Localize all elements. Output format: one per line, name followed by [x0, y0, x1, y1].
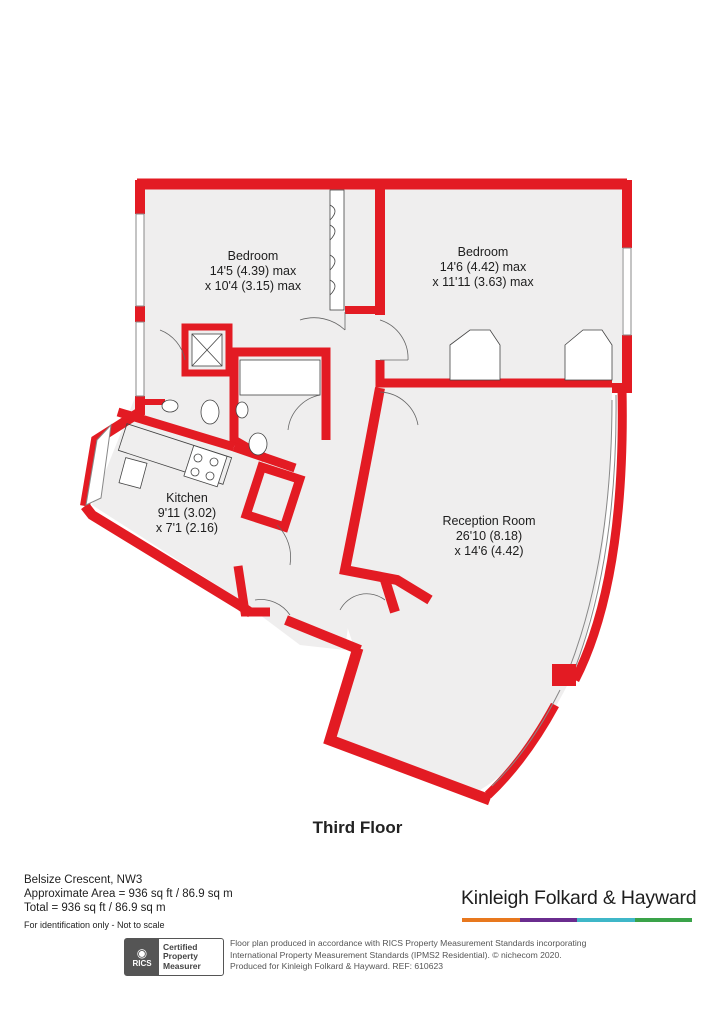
room-kitchen: Kitchen 9'11 (3.02) x 7'1 (2.16)	[156, 491, 218, 535]
wc-2	[248, 432, 268, 456]
property-info: Belsize Crescent, NW3 Approximate Area =…	[24, 873, 233, 932]
basin-2	[235, 401, 249, 419]
disclaimer-line-1: Floor plan produced in accordance with R…	[230, 938, 587, 948]
windows	[85, 213, 632, 506]
color-bar	[462, 918, 520, 922]
disclaimer-line-2: International Property Measurement Stand…	[230, 949, 562, 960]
room-size-1: 14'5 (4.39) max	[210, 264, 297, 278]
room-size-1: 14'6 (4.42) max	[440, 260, 527, 274]
room-size-2: x 7'1 (2.16)	[156, 521, 218, 535]
agent-logo: Kinleigh Folkard & Hayward	[461, 887, 697, 909]
kitchen-worktop	[117, 423, 233, 485]
rics-line-2: Property	[163, 951, 198, 962]
doors	[159, 312, 419, 616]
sink	[118, 457, 148, 489]
room-reception: Reception Room 26'10 (8.18) x 14'6 (4.42…	[442, 514, 535, 558]
basin-1	[161, 399, 179, 413]
floor-title: Third Floor	[312, 818, 403, 837]
pillar	[552, 664, 576, 686]
color-bar	[519, 918, 577, 922]
disclaimer: Floor plan produced in accordance with R…	[230, 938, 610, 973]
rics-line-1: Certified	[163, 941, 198, 952]
wardrobes	[329, 189, 613, 381]
scale-note: For identification only - Not to scale	[24, 920, 165, 930]
room-size-1: 26'10 (8.18)	[456, 529, 522, 543]
curved-window	[491, 394, 617, 787]
room-size-2: x 10'4 (3.15) max	[205, 279, 302, 293]
room-name: Reception Room	[442, 514, 535, 528]
room-size-2: x 11'11 (3.63) max	[432, 275, 534, 289]
room-name: Bedroom	[458, 245, 509, 259]
rics-logo: ◉ RICS	[125, 939, 159, 975]
rics-line-3: Measurer	[163, 960, 201, 971]
bath	[239, 359, 321, 396]
color-bar	[634, 918, 692, 922]
room-bedroom-2: Bedroom 14'6 (4.42) max x 11'11 (3.63) m…	[432, 245, 534, 289]
fixtures	[117, 333, 321, 489]
rics-badge: ◉ RICS Certified Property Measurer	[124, 938, 224, 976]
rics-glyph-icon: ◉	[136, 945, 148, 960]
room-name: Bedroom	[228, 249, 279, 263]
room-size-2: x 14'6 (4.42)	[454, 544, 523, 558]
walls	[80, 178, 632, 806]
approx-area: Approximate Area = 936 sq ft / 86.9 sq m	[24, 888, 233, 900]
wc-1	[200, 399, 220, 425]
room-size-1: 9'11 (3.02)	[158, 506, 216, 520]
color-bar	[577, 918, 635, 922]
rics-badge-text: Certified Property Measurer	[159, 941, 201, 972]
room-bedroom-1: Bedroom 14'5 (4.39) max x 10'4 (3.15) ma…	[205, 249, 302, 293]
rics-mark-text: RICS	[132, 958, 152, 968]
hob	[183, 445, 228, 488]
agent-color-bars	[462, 918, 692, 922]
address: Belsize Crescent, NW3	[24, 874, 143, 886]
floor-area	[92, 189, 622, 790]
total-area: Total = 936 sq ft / 86.9 sq m	[24, 902, 166, 914]
room-name: Kitchen	[166, 491, 208, 505]
disclaimer-line-3: Produced for Kinleigh Folkard & Hayward.…	[230, 961, 444, 971]
